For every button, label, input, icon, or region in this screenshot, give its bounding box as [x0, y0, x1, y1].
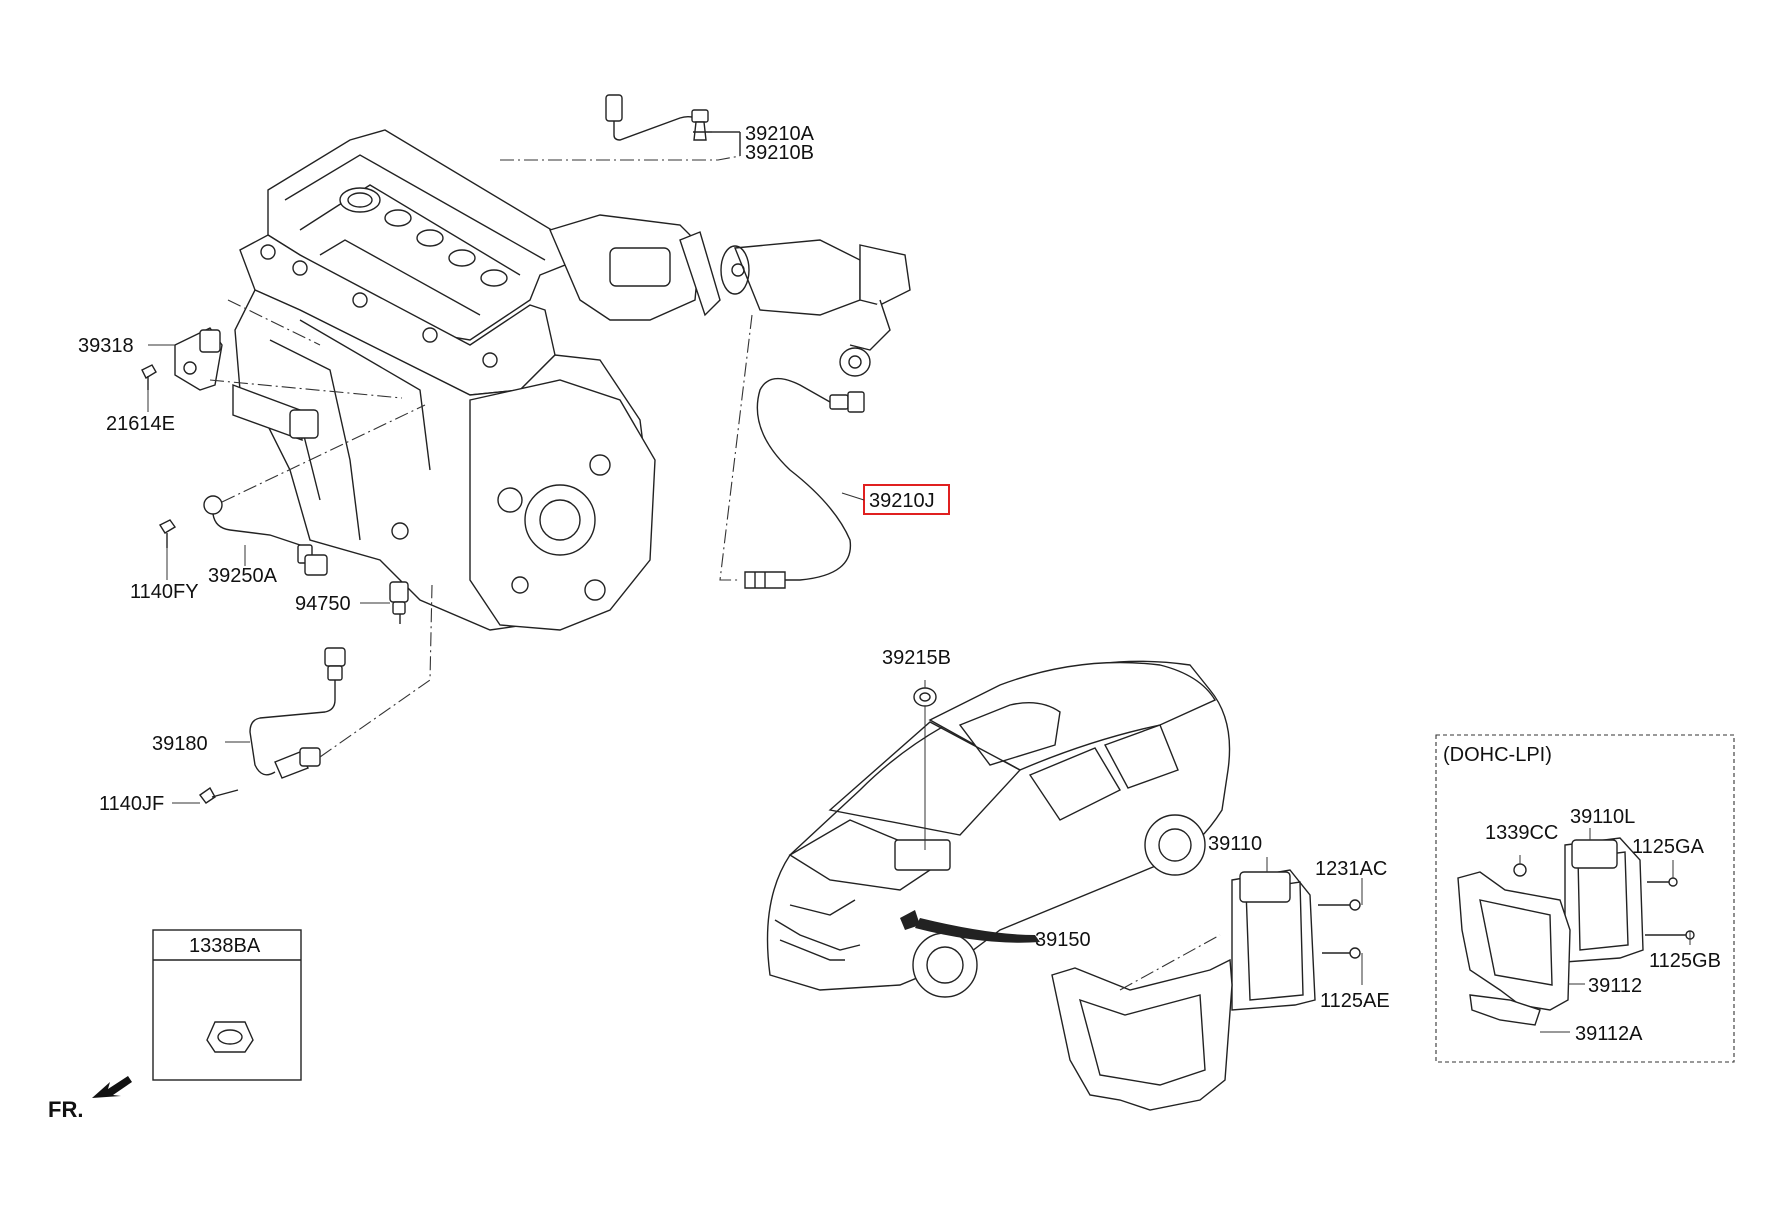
label-39250A[interactable]: 39250A	[208, 565, 278, 587]
variant-box-border	[1435, 734, 1735, 1063]
label-39210J[interactable]: 39210J	[869, 490, 935, 512]
label-1338BA[interactable]: 1338BA	[189, 935, 261, 957]
car-illustration	[766, 660, 1231, 998]
label-1339CC[interactable]: 1339CC	[1485, 822, 1558, 844]
nut-part-box	[152, 929, 302, 1081]
cam-position-sensor	[141, 299, 403, 399]
front-indicator-label: FR.	[48, 1097, 83, 1122]
upper-oxygen-sensor	[500, 94, 741, 161]
label-39210A[interactable]: 39210A	[745, 123, 815, 145]
lpi-ecu-assembly	[1457, 837, 1695, 1026]
leader-lines	[147, 131, 1691, 1033]
label-variant-box-title: (DOHC-LPI)	[1443, 744, 1552, 766]
label-39150[interactable]: 39150	[1035, 929, 1091, 951]
label-39112[interactable]: 39112	[1588, 975, 1642, 997]
label-39215B[interactable]: 39215B	[882, 647, 951, 669]
label-1125AE[interactable]: 1125AE	[1320, 990, 1390, 1012]
label-39318[interactable]: 39318	[78, 335, 134, 357]
label-1125GA[interactable]: 1125GA	[1632, 836, 1705, 858]
label-39110L[interactable]: 39110L	[1570, 806, 1635, 828]
ecu-assembly	[1051, 869, 1361, 1111]
label-39112A[interactable]: 39112A	[1575, 1023, 1643, 1045]
label-1140JF[interactable]: 1140JF	[99, 793, 164, 815]
label-1231AC[interactable]: 1231AC	[1315, 858, 1387, 880]
label-39180[interactable]: 39180	[152, 733, 208, 755]
label-1125GB[interactable]: 1125GB	[1649, 950, 1721, 972]
label-1140FY[interactable]: 1140FY	[130, 581, 199, 603]
crank-position-sensor	[199, 584, 433, 804]
label-94750[interactable]: 94750	[295, 593, 351, 615]
knock-sensor	[158, 404, 426, 576]
coolant-temp-sensor	[389, 581, 409, 624]
label-21614E[interactable]: 21614E	[106, 413, 175, 435]
engine-illustration	[232, 129, 911, 631]
front-arrow-icon	[92, 1076, 132, 1098]
label-39110[interactable]: 39110	[1208, 833, 1262, 855]
lower-oxygen-sensor	[719, 314, 865, 589]
label-39210B[interactable]: 39210B	[745, 142, 814, 164]
